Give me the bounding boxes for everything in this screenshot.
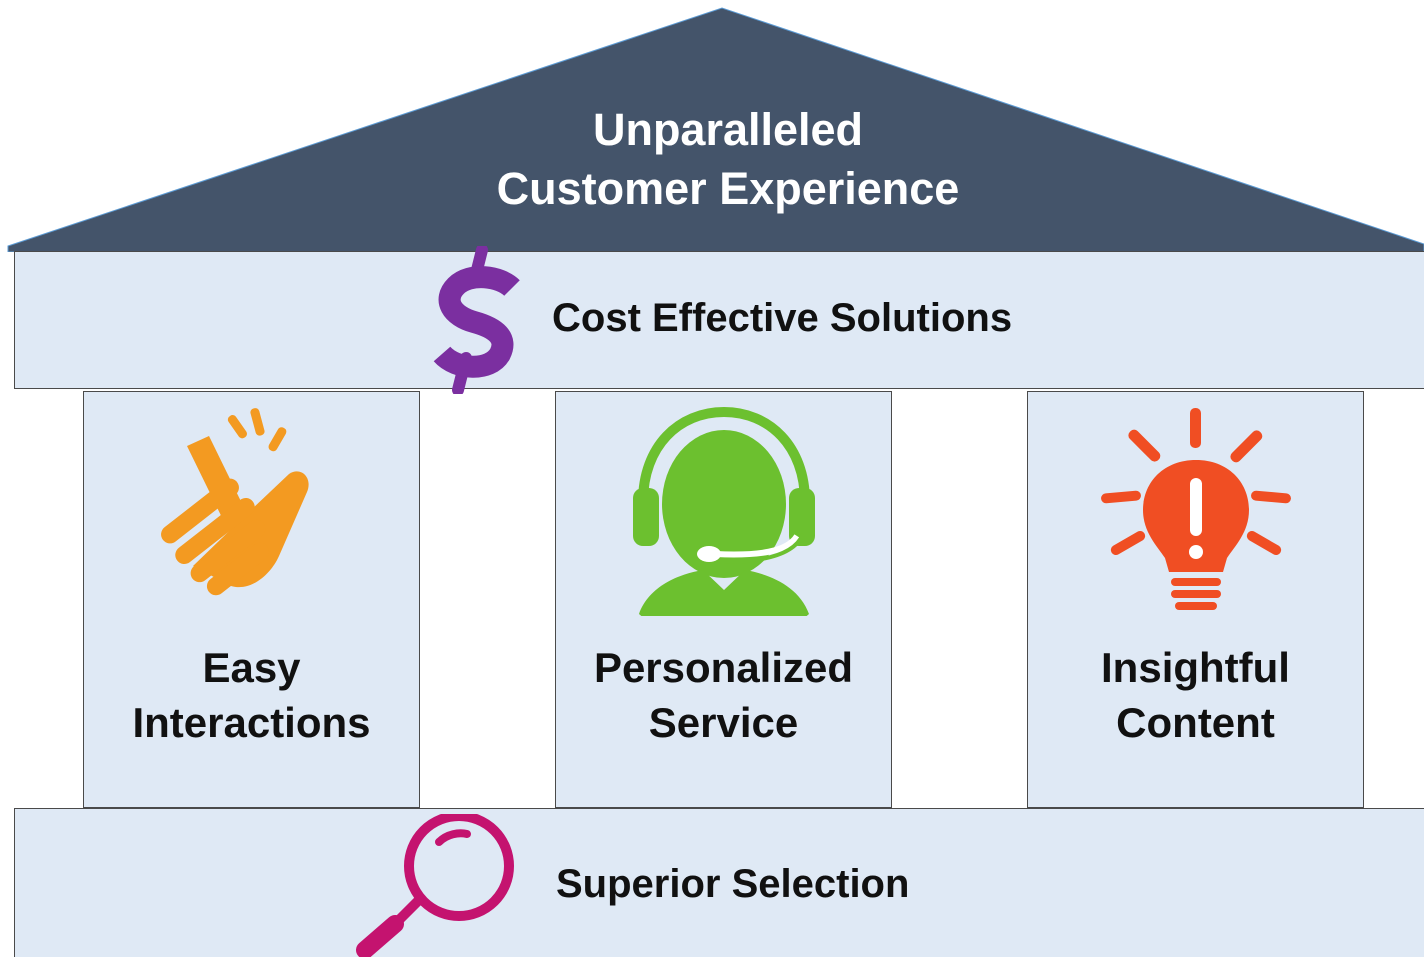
pillar-label-line-1: Insightful [1101,644,1290,691]
magnifier-icon [356,814,514,957]
pillar-easy-interactions-label: Easy Interactions [84,640,419,750]
lightbulb-icon [1100,408,1291,610]
superior-selection-base [14,808,1424,957]
pillar-personalized-service-label: Personalized Service [556,640,891,750]
pillar-label-line-2: Content [1116,699,1275,746]
pillar-personalized-service: Personalized Service [555,391,892,808]
cost-effective-label: Cost Effective Solutions [552,296,1013,340]
finger-snap-icon [160,408,309,596]
pillar-label-line-2: Service [648,699,799,746]
pillar-insightful-content: Insightful Content [1027,391,1364,808]
pillar-label-line-1: Easy [202,644,301,691]
pillar-label-line-2: Interactions [132,699,371,746]
roof-title-line-1: Unparalleled [592,104,864,155]
headset-agent-icon [632,406,815,616]
roof-title: Unparalleled Customer Experience [328,100,1128,218]
cost-effective-beam [14,251,1424,389]
superior-selection-label: Superior Selection [556,862,910,906]
dollar-icon [433,246,520,394]
roof-title-line-2: Customer Experience [496,163,960,214]
pillar-label-line-1: Personalized [593,644,854,691]
pillar-insightful-content-label: Insightful Content [1028,640,1363,750]
roof [7,7,1424,252]
pillar-easy-interactions: Easy Interactions [83,391,420,808]
